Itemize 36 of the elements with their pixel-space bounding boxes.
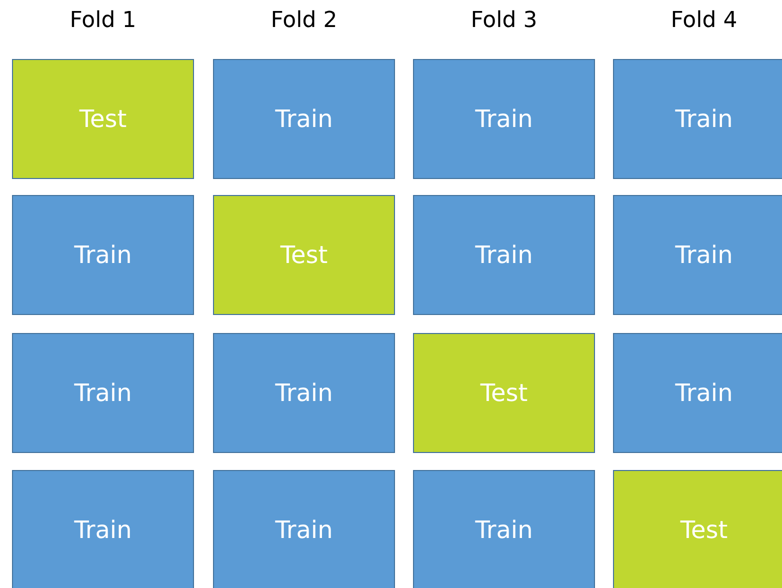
- train-fold-box: [613, 195, 782, 315]
- box-label: Train: [675, 241, 733, 269]
- train-fold-box: [12, 333, 194, 453]
- column-heading: Fold 1: [68, 8, 138, 33]
- box-label: Train: [275, 379, 333, 407]
- box-label: Train: [74, 516, 132, 544]
- box-label: Train: [74, 379, 132, 407]
- box-label: Train: [275, 516, 333, 544]
- box-label: Train: [475, 105, 533, 133]
- train-fold-box: [12, 470, 194, 588]
- box-label: Train: [475, 516, 533, 544]
- box-label: Train: [675, 105, 733, 133]
- box-label: Test: [480, 379, 528, 407]
- train-fold-box: [213, 59, 395, 179]
- column-heading: Fold 3: [470, 8, 538, 33]
- box-label: Train: [475, 241, 533, 269]
- box-label: Train: [275, 105, 333, 133]
- test-fold-box: [613, 470, 782, 588]
- train-fold-box: [213, 470, 395, 588]
- box-label: Train: [74, 241, 132, 269]
- box-label: Test: [680, 516, 728, 544]
- box-label: Test: [280, 241, 328, 269]
- train-fold-box: [613, 333, 782, 453]
- train-fold-box: [213, 333, 395, 453]
- column-heading: Fold 4: [670, 8, 738, 33]
- train-fold-box: [12, 195, 194, 315]
- train-fold-box: [413, 59, 595, 179]
- box-label: Test: [79, 105, 127, 133]
- test-fold-box: [12, 59, 194, 179]
- test-fold-box: [413, 333, 595, 453]
- column-heading: Fold 2: [270, 8, 338, 33]
- box-label: Train: [675, 379, 733, 407]
- train-fold-box: [613, 59, 782, 179]
- test-fold-box: [213, 195, 395, 315]
- train-fold-box: [413, 195, 595, 315]
- train-fold-box: [413, 470, 595, 588]
